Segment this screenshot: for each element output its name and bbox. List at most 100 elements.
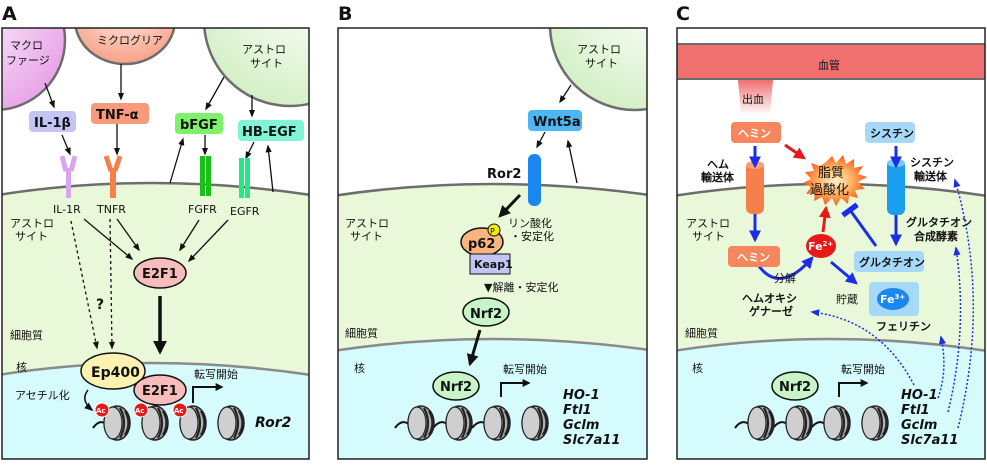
transcription-arrow-c bbox=[838, 379, 869, 397]
blood-vessel bbox=[677, 43, 985, 80]
tnfr-receptor bbox=[103, 155, 123, 198]
nucleosome bbox=[444, 404, 474, 442]
ac-label: Ac bbox=[174, 407, 184, 415]
e2f1-nuc-label: E2F1 bbox=[142, 384, 178, 399]
il1r-receptor bbox=[59, 155, 78, 198]
gene-label: Gclm bbox=[563, 418, 599, 433]
heme-transporter-label-2: 輸送体 bbox=[701, 170, 735, 184]
gene-label: Slc7a11 bbox=[901, 433, 958, 448]
wnt5a-box bbox=[528, 110, 582, 131]
transcription-label-a: 転写開始 bbox=[194, 367, 238, 381]
gene-label: Slc7a11 bbox=[563, 433, 620, 448]
fe3-label: Fe3+ bbox=[880, 293, 905, 306]
astrocyte-cell-label-1: アストロ bbox=[10, 217, 54, 230]
nucleosome bbox=[860, 404, 890, 442]
keap1-label: Keap1 bbox=[474, 258, 513, 271]
nucleosome bbox=[216, 404, 246, 442]
lipid-perox-label-2: 過酸化 bbox=[810, 183, 849, 198]
nucleosome bbox=[784, 404, 814, 442]
nucleosome bbox=[406, 404, 436, 442]
gsh-enzyme-label-1: グルタチオン bbox=[906, 215, 972, 229]
phospho-mark bbox=[487, 223, 501, 237]
phos-label-1: リン酸化 bbox=[508, 216, 552, 230]
transcription-arrow-b bbox=[500, 379, 531, 397]
glutathione-label: グルタチオン bbox=[859, 255, 925, 269]
il1b-label: IL-1β bbox=[34, 116, 71, 131]
nucleus-label-a: 核 bbox=[16, 360, 27, 374]
il1r-label: IL-1R bbox=[53, 203, 81, 216]
gene-label: Gclm bbox=[901, 418, 937, 433]
nrf2-nuc bbox=[432, 371, 480, 401]
nucleosome bbox=[822, 404, 852, 442]
cystine-box bbox=[865, 122, 915, 143]
cytoplasm-label-b: 細胞質 bbox=[345, 326, 378, 340]
ror2-receptor bbox=[528, 154, 541, 206]
tnfa-box bbox=[91, 103, 149, 124]
fgfr-label: FGFR bbox=[188, 203, 217, 216]
nrf2-nuc-c-label: Nrf2 bbox=[779, 380, 811, 395]
panel-c-letter: C bbox=[676, 3, 690, 25]
inhibition-arrow bbox=[841, 202, 878, 247]
panel-a: A マクロ ファージ ミクログリア アストロ サイト IL-1β TNF-α b… bbox=[1, 3, 310, 460]
gene-label: Ftl1 bbox=[563, 403, 592, 418]
nucleosome bbox=[746, 404, 776, 442]
nucleosome bbox=[520, 404, 550, 442]
tnfr-label: TNFR bbox=[96, 203, 126, 216]
cystine-transporter-label-2: 輸送体 bbox=[914, 169, 948, 183]
egfr-label: EGFR bbox=[230, 205, 260, 218]
microglia-cell bbox=[74, 28, 176, 66]
cytoplasm-label-c: 細胞質 bbox=[685, 326, 718, 340]
decomposition-label: 分解 bbox=[774, 271, 796, 285]
cystine-transporter-label-1: シスチン bbox=[910, 156, 954, 169]
ac-label: Ac bbox=[135, 407, 145, 415]
astrocyte-cell-label-b-2: サイト bbox=[350, 230, 383, 243]
cystine-label: シスチン bbox=[870, 127, 914, 140]
panel-b: B アストロ サイト Wnt5a Ror2 アストロ サイト p62 P リン酸… bbox=[337, 3, 648, 460]
ror2-label: Ror2 bbox=[487, 167, 521, 182]
hemin-box bbox=[731, 122, 781, 143]
storage-label: 貯蔵 bbox=[836, 293, 858, 306]
heme-transporter-label-1: ヘム bbox=[707, 158, 729, 171]
e2f1-cyto-label: E2F1 bbox=[142, 267, 178, 282]
hbegf-label: HB-EGF bbox=[242, 125, 297, 140]
ac-marks: Ac Ac Ac bbox=[94, 402, 188, 418]
nrf2-cyto bbox=[462, 297, 510, 327]
astrocyte-top-b bbox=[548, 28, 647, 112]
panel-a-letter: A bbox=[2, 3, 17, 25]
tnfa-label: TNF-α bbox=[96, 108, 139, 123]
astrocyte-cell-label-b-1: アストロ bbox=[345, 217, 389, 230]
keap1-box bbox=[469, 253, 511, 275]
dissociation-label: ▼解離・安定化 bbox=[484, 280, 558, 294]
phos-label-2: ・安定化 bbox=[510, 229, 554, 243]
lipid-peroxidation-burst bbox=[803, 155, 867, 206]
bfgf-label: bFGF bbox=[180, 118, 218, 133]
heme-transporter bbox=[746, 161, 764, 214]
e2f1-nuc bbox=[133, 374, 187, 406]
astrocyte-top-a bbox=[203, 28, 309, 108]
hbegf-box bbox=[238, 120, 304, 141]
fe2-ion bbox=[806, 234, 836, 258]
hemin-in-box bbox=[728, 246, 780, 267]
acetylation-label: アセチル化 bbox=[15, 388, 70, 402]
transcription-label-b: 転写開始 bbox=[503, 362, 547, 376]
astrocyte-cell-label-c-2: サイト bbox=[692, 230, 725, 243]
ac-label: Ac bbox=[96, 407, 106, 415]
nrf2-cyto-label: Nrf2 bbox=[470, 307, 502, 322]
bleeding-area bbox=[738, 80, 773, 115]
nucleosome bbox=[482, 404, 512, 442]
glutathione-box bbox=[854, 251, 924, 272]
ferritin-label: フェリチン bbox=[876, 320, 931, 333]
ep400-complex bbox=[80, 352, 146, 390]
gene-label: HO-1 bbox=[901, 388, 938, 403]
cystine-transporter bbox=[887, 159, 905, 215]
astrocyte-top-label-1: アストロ bbox=[242, 43, 286, 56]
astrocyte-top-label-2: サイト bbox=[250, 57, 283, 70]
phospho-label: P bbox=[490, 227, 495, 236]
egfr-receptor bbox=[239, 158, 250, 198]
bleeding-label: 出血 bbox=[742, 92, 764, 106]
lipid-perox-label-1: 脂質 bbox=[818, 166, 844, 181]
nucleus-label-c: 核 bbox=[692, 361, 703, 375]
gene-label: Ftl1 bbox=[901, 403, 930, 418]
p62-label: p62 bbox=[468, 237, 495, 252]
